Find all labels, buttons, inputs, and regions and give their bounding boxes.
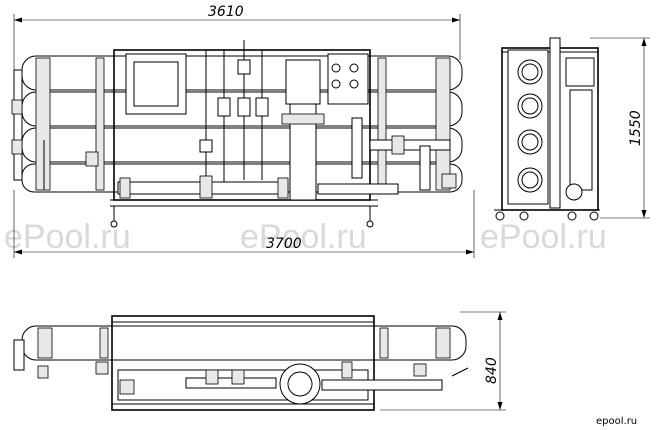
left-valves	[11, 99, 99, 190]
dimension-label-3700: 3700	[266, 236, 302, 252]
right-outlet	[369, 135, 457, 191]
watermark-center: ePool.ru	[240, 218, 367, 256]
top-view	[13, 315, 469, 411]
logo: epool.ru	[596, 416, 637, 427]
front-view	[11, 40, 463, 228]
control-panel	[125, 53, 369, 115]
bottom-header	[117, 175, 399, 199]
vertical-pipework	[199, 40, 363, 190]
dimension-height: 1550	[590, 37, 650, 219]
dimension-overall-length: 3700	[13, 190, 475, 258]
membrane-housings	[13, 55, 463, 193]
dimension-frame-length: 3610	[13, 4, 461, 70]
logo-text: epool.ru	[596, 416, 637, 427]
watermark-right: ePool.ru	[480, 218, 607, 256]
pump-column	[281, 59, 325, 201]
dimension-label-1550: 1550	[628, 110, 644, 146]
dimension-label-840: 840	[484, 357, 500, 384]
side-view	[494, 37, 600, 221]
watermark-left: ePool.ru	[4, 218, 131, 256]
dimension-depth: 840	[380, 311, 506, 411]
watermarks: ePool.ru ePool.ru ePool.ru	[4, 218, 607, 256]
side-membranes	[517, 59, 543, 193]
dimension-label-3610: 3610	[208, 4, 244, 20]
